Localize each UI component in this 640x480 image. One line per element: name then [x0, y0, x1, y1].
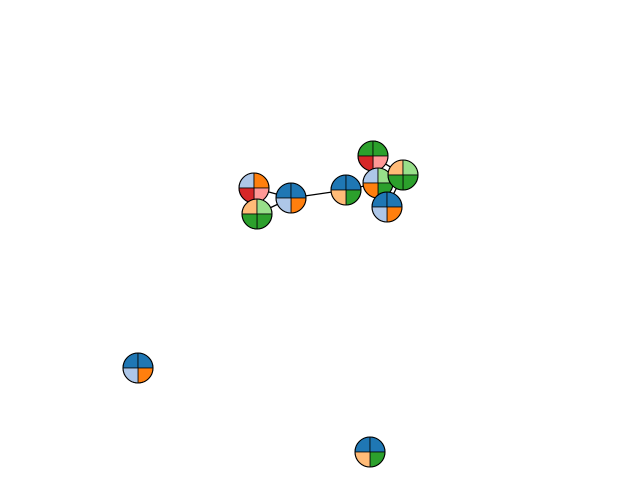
graph-node-n9: [122, 352, 154, 384]
node-outline: [330, 174, 362, 206]
graph-node-n8: [371, 191, 403, 223]
node-outline: [241, 198, 273, 230]
node-layer: [122, 140, 419, 468]
node-outline: [354, 436, 386, 468]
node-outline: [387, 159, 419, 191]
node-outline: [122, 352, 154, 384]
graph-node-n10: [354, 436, 386, 468]
graph-node-n4: [330, 174, 362, 206]
graph-node-n7: [387, 159, 419, 191]
node-outline: [275, 182, 307, 214]
node-outline: [371, 191, 403, 223]
graph-node-n3: [241, 198, 273, 230]
graph-node-n2: [238, 172, 270, 204]
graph-node-n1: [275, 182, 307, 214]
graph-node-n5: [357, 140, 389, 172]
